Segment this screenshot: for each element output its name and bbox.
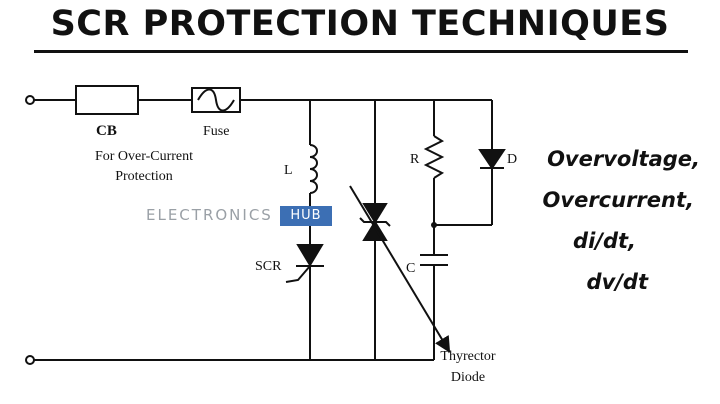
capacitor-label: C bbox=[406, 261, 415, 276]
thyrector-diode bbox=[349, 100, 451, 360]
cb-label: CB bbox=[96, 123, 117, 139]
snubber-capacitor bbox=[420, 254, 448, 360]
watermark-badge: HUB bbox=[280, 206, 332, 226]
thyrector-label-line1: Thyrector bbox=[440, 349, 496, 364]
diode-label: D bbox=[507, 152, 517, 167]
top-terminal bbox=[25, 95, 35, 105]
junction-dot bbox=[431, 222, 437, 228]
watermark-text: ELECTRONICS bbox=[146, 206, 273, 224]
snubber-diode bbox=[434, 100, 506, 226]
scr-label: SCR bbox=[255, 259, 282, 274]
fuse-label: Fuse bbox=[203, 124, 229, 139]
snubber-resistor bbox=[423, 100, 445, 255]
fuse bbox=[191, 87, 241, 113]
protection-item: Overcurrent, bbox=[542, 188, 694, 212]
diagram-title: SCR PROTECTION TECHNIQUES bbox=[50, 4, 670, 44]
protection-item: Overvoltage, bbox=[547, 147, 700, 171]
cb-note-line2: Protection bbox=[115, 169, 173, 184]
title-underline bbox=[34, 50, 688, 53]
thyrector-label-line2: Diode bbox=[451, 370, 485, 385]
circuit-breaker bbox=[75, 85, 139, 115]
protection-item: di/dt, bbox=[573, 229, 636, 253]
scr bbox=[285, 244, 324, 360]
inductor-label: L bbox=[284, 163, 293, 178]
cb-note-line1: For Over-Current bbox=[95, 149, 193, 164]
resistor-label: R bbox=[410, 152, 420, 167]
bottom-terminal bbox=[25, 355, 35, 365]
protection-item: dv/dt bbox=[586, 270, 648, 294]
